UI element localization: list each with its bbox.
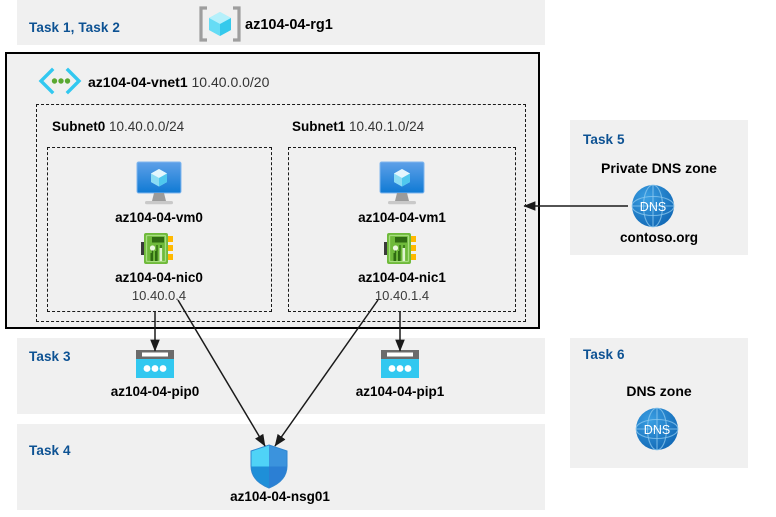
subnet1-title: Subnet1 10.40.1.0/24 [292,119,424,134]
subnet1-cidr: 10.40.1.0/24 [349,119,425,134]
subnet0-title: Subnet0 10.40.0.0/24 [52,119,184,134]
vnet-cidr: 10.40.0.0/20 [191,74,270,90]
subnet0-cidr: 10.40.0.0/24 [109,119,185,134]
virtual-machine-icon [374,158,430,206]
dns-icon-text: DNS [644,423,670,437]
dns-zone-icon: DNS [630,183,676,229]
resource-group-title: az104-04-rg1 [245,17,333,33]
pip0-label: az104-04-pip0 [110,384,200,399]
dns-zone-icon: DNS [634,406,680,452]
subnet1-name: Subnet1 [292,119,346,134]
task-label-1-2: Task 1, Task 2 [29,20,120,35]
resource-group-icon [198,6,242,42]
nic1-label: az104-04-nic1 [358,270,446,285]
nsg-label: az104-04-nsg01 [230,489,330,504]
public-dns-heading: DNS zone [626,383,692,399]
network-interface-icon [140,231,178,267]
public-ip-icon [133,348,177,382]
private-dns-heading: Private DNS zone [601,160,717,176]
dns-icon-text: DNS [640,200,666,214]
public-ip-icon [378,348,422,382]
subnet1-container [288,147,516,312]
vm1-label: az104-04-vm1 [358,210,446,225]
vnet-title: az104-04-vnet1 10.40.0.0/20 [88,74,269,90]
pip1-label: az104-04-pip1 [355,384,445,399]
nic0-label: az104-04-nic0 [115,270,203,285]
task3-panel [17,338,545,414]
subnet0-container [47,147,272,312]
virtual-machine-icon [131,158,187,206]
task-label-5: Task 5 [583,132,625,147]
header-panel [17,0,545,45]
vnet-icon [38,67,82,95]
task-label-3: Task 3 [29,349,71,364]
network-interface-icon [383,231,421,267]
vnet-name: az104-04-vnet1 [88,74,188,90]
nic0-ip: 10.40.0.4 [131,288,187,303]
subnet0-name: Subnet0 [52,119,106,134]
vnet-container [5,52,540,329]
vm0-label: az104-04-vm0 [115,210,203,225]
network-security-group-icon [249,444,289,490]
private-dns-name: contoso.org [620,230,698,245]
nic1-ip: 10.40.1.4 [374,288,430,303]
task-label-4: Task 4 [29,443,71,458]
task-label-6: Task 6 [583,347,625,362]
